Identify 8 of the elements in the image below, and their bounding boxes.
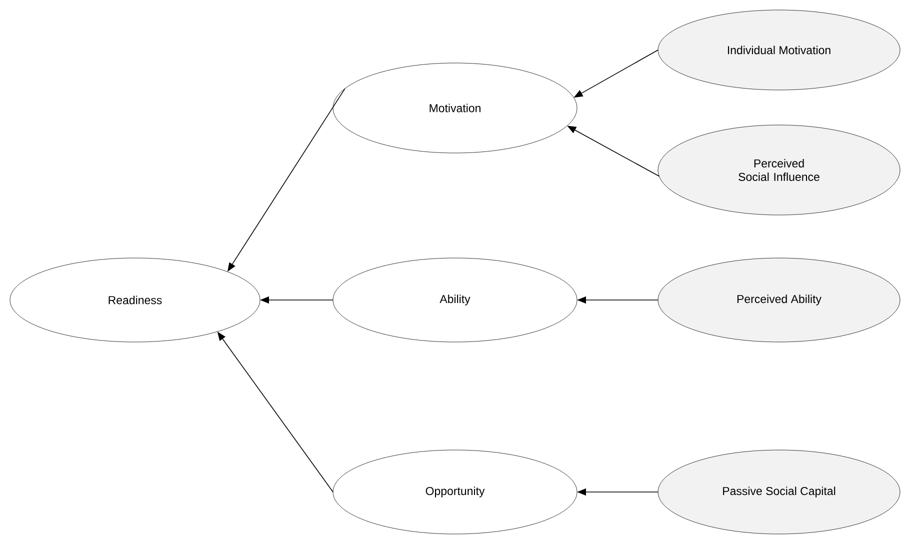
ellipse-node: Opportunity [332, 450, 578, 534]
ellipse-node: Perceived Social Influence [658, 124, 900, 216]
ellipse-node: Readiness [10, 258, 260, 342]
ellipse-node: Perceived Ability [658, 258, 900, 342]
ellipse-node: Individual Motivation [658, 10, 900, 90]
ellipse-node: Motivation [332, 62, 578, 154]
ellipse-node: Ability [332, 258, 578, 342]
ellipse-node: Passive Social Capital [658, 450, 900, 534]
